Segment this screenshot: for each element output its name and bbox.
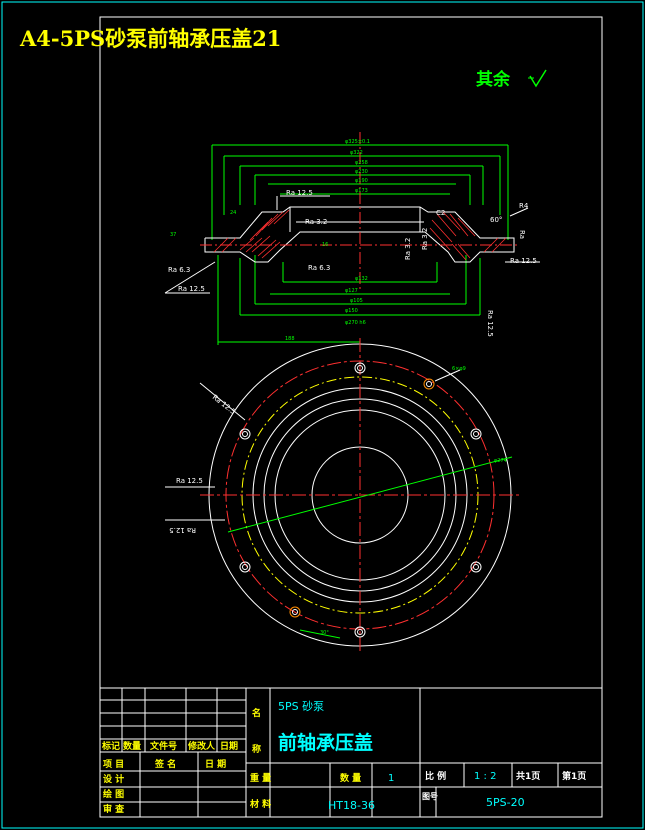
dim-top: φ325±0.1 <box>345 139 370 145</box>
section-dimensions: φ325±0.1 φ322 φ258 φ230 φ190 φ173 φ132 φ… <box>170 139 370 342</box>
label-mark: 标记 <box>101 740 120 752</box>
qty-value: 1 <box>388 773 394 784</box>
ra-63-a: Ra 6.3 <box>308 264 330 272</box>
ra-125-c: Ra 12.5 <box>286 189 313 197</box>
dim-3: φ258 <box>355 160 368 166</box>
surface-check-icon <box>529 69 547 88</box>
sheets-total: 共1页 <box>516 770 540 782</box>
chamfer-1: C2 <box>436 209 445 217</box>
section-roughness: Ra 12.5 Ra 12.5 Ra 12.5 Ra 3.2 Ra 6.3 Ra… <box>168 189 537 337</box>
label-scale: 比 例 <box>425 770 446 782</box>
angle-note: 30° <box>320 630 329 636</box>
label-qty: 数量 <box>123 740 141 752</box>
label-draw: 绘 图 <box>103 788 124 800</box>
label-weight: 重 量 <box>250 772 271 784</box>
dim-8: φ127 <box>345 288 358 294</box>
label-date: 日期 <box>220 740 238 752</box>
product-name: 5PS 砂泵 <box>278 700 324 713</box>
label-name-2: 称 <box>252 743 261 755</box>
part-name: 前轴承压盖 <box>278 731 373 754</box>
title-block-text: 标记 数量 文件号 修改人 日期 项 目 签 名 日 期 设 计 绘 图 审 查… <box>101 707 586 815</box>
plan-ra-2: Ra 12.5 <box>176 477 203 485</box>
material-value: HT18-36 <box>328 799 375 812</box>
plan-ra-3: Ra 12.5 <box>169 526 196 534</box>
dia-note: φ274 <box>494 458 507 464</box>
dim-6: φ173 <box>355 188 368 194</box>
label-item: 项 目 <box>103 759 124 770</box>
dim-7: φ132 <box>355 276 368 282</box>
dim-h2: 16 <box>322 242 328 248</box>
label-file: 文件号 <box>149 740 177 752</box>
dim-h: 37 <box>170 232 176 238</box>
dim-11: φ270 h6 <box>345 320 366 326</box>
label-modifier: 修改人 <box>187 740 216 752</box>
dim-4: φ230 <box>355 169 368 175</box>
r4-label: R4 <box>519 202 529 210</box>
ra-32-b: Ra 3.2 <box>404 238 412 260</box>
dim-h3: 24 <box>230 210 236 216</box>
angle-label: 60° <box>490 216 502 224</box>
dim-5: φ190 <box>355 178 368 184</box>
label-drawing-no: 图号 <box>422 792 438 801</box>
scale-value: 1 : 2 <box>474 771 496 782</box>
ra-125-d: Ra 12.5 <box>486 310 494 337</box>
label-date2: 日 期 <box>205 758 226 770</box>
dim-2: φ322 <box>350 150 363 156</box>
hole-note: 6×φ9 <box>452 366 466 372</box>
ra-32-a: Ra 3.2 <box>305 218 327 226</box>
ra-32-c: Ra 3.2 <box>421 228 429 250</box>
dim-left: 188 <box>285 336 295 342</box>
title-block <box>99 687 603 818</box>
label-name-1: 名 <box>252 707 261 719</box>
surface-note: 其余 <box>476 69 511 90</box>
plan-ra-1: Ra 12.5 <box>211 393 237 416</box>
plan-view <box>165 338 522 652</box>
drawing-title: A4-5PS砂泵前轴承压盖21 <box>19 26 281 51</box>
label-check: 审 查 <box>103 803 125 815</box>
label-sign: 签 名 <box>154 758 176 770</box>
section-view <box>164 132 540 345</box>
sheet-no: 第1页 <box>562 770 586 782</box>
ra-63-b: Ra 6.3 <box>168 266 190 274</box>
ra-125-a: Ra 12.5 <box>178 285 205 293</box>
label-qty2: 数 量 <box>340 772 361 784</box>
label-material: 材 料 <box>249 798 271 810</box>
dim-9: φ105 <box>350 298 363 304</box>
ra-4: Ra <box>518 230 526 239</box>
inner-border <box>99 16 603 818</box>
drawing-no: 5PS-20 <box>486 796 525 809</box>
dim-10: φ150 <box>345 308 358 314</box>
ra-125-b: Ra 12.5 <box>510 257 537 265</box>
label-design: 设 计 <box>103 773 124 785</box>
